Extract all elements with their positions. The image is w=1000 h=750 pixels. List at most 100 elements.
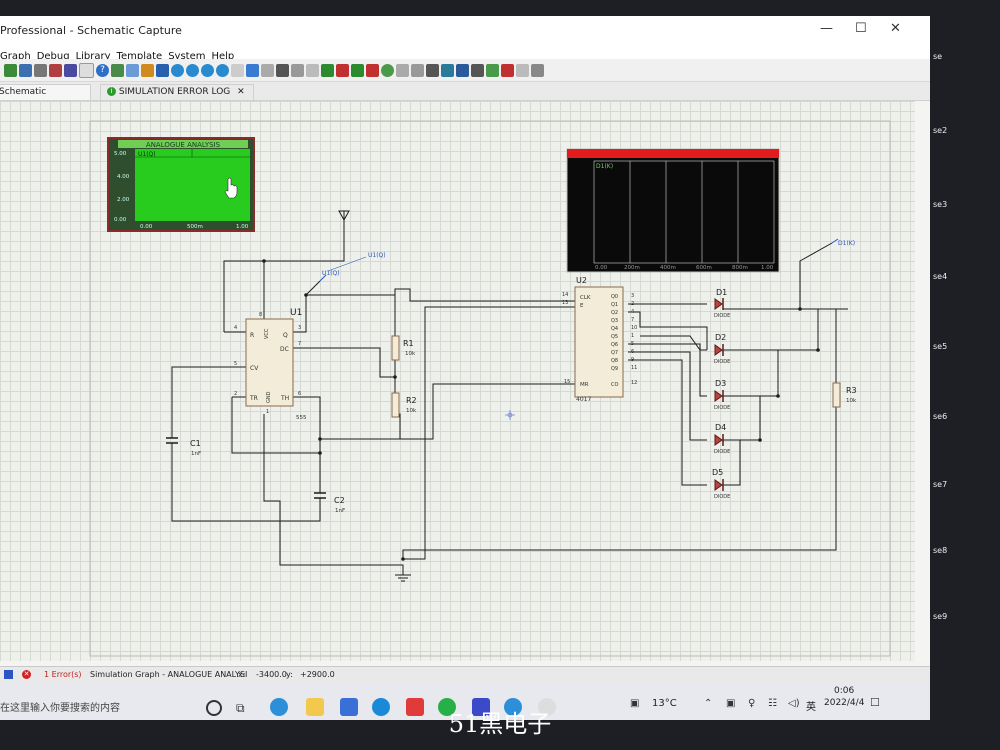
decompose-icon[interactable] — [426, 63, 439, 77]
area-icon[interactable] — [49, 63, 62, 77]
tray-expand-icon[interactable]: ⌃ — [704, 698, 713, 709]
diode-d3[interactable]: D3 DIODE — [714, 379, 730, 411]
edge-icon[interactable] — [270, 698, 288, 716]
u1-555-timer[interactable]: R VCC Q DC CV TR TH GND 4 8 3 7 5 2 6 1 … — [234, 308, 307, 421]
desktop-icon-label[interactable]: se2 — [933, 126, 948, 135]
probe-u1q[interactable]: U1(Q) U1(Q) — [319, 252, 386, 282]
desktop-icon-label[interactable]: se6 — [933, 412, 948, 421]
block-delete-icon[interactable] — [366, 63, 379, 77]
search-tag-icon[interactable] — [456, 63, 469, 77]
packaging-icon[interactable] — [411, 63, 424, 77]
ground-symbol[interactable] — [395, 574, 411, 582]
keyboard-icon[interactable] — [64, 63, 77, 77]
store-app-icon[interactable] — [406, 698, 424, 716]
u2-4017-counter[interactable]: U2 4017 CLK E MR 14 13 15 Q0 Q1 Q2 Q3 Q4… — [562, 276, 637, 403]
help-icon[interactable]: ? — [96, 63, 109, 77]
capacitor-c2[interactable]: C2 1nF — [314, 492, 345, 514]
maximize-button[interactable]: ☐ — [855, 21, 867, 36]
file-explorer-icon[interactable] — [306, 698, 324, 716]
cloud-app-icon[interactable] — [504, 698, 522, 716]
resistor-r2[interactable]: R2 10k — [391, 392, 417, 418]
desktop-icon-label[interactable]: se3 — [933, 200, 948, 209]
resistor-r1[interactable]: R1 10k — [391, 335, 416, 361]
cortana-icon[interactable] — [206, 700, 222, 716]
desktop-icon-label[interactable]: se4 — [933, 272, 948, 281]
diode-d5[interactable]: D5 DIODE — [712, 468, 730, 500]
print-icon[interactable] — [34, 63, 47, 77]
property-tool-icon[interactable] — [471, 63, 484, 77]
resistor-r3[interactable]: R3 10k — [832, 382, 857, 408]
doc-icon[interactable] — [231, 63, 244, 77]
schematic-canvas[interactable]: ANALOGUE ANALYSIS U1(Q) 5.00 4.00 2.00 0… — [0, 101, 915, 661]
copy-icon[interactable] — [291, 63, 304, 77]
close-icon[interactable]: ✕ — [237, 87, 245, 97]
erc-icon[interactable] — [531, 63, 544, 77]
block-copy-icon[interactable] — [321, 63, 334, 77]
remove-sheet-icon[interactable] — [501, 63, 514, 77]
menu-system[interactable]: System — [168, 51, 206, 62]
schematic-diagram[interactable]: ANALOGUE ANALYSIS U1(Q) 5.00 4.00 2.00 0… — [0, 101, 915, 661]
bom-icon[interactable] — [516, 63, 529, 77]
capacitor-c1[interactable]: C1 1nF — [166, 437, 201, 457]
refresh-icon[interactable] — [111, 63, 124, 77]
tray-app-icon[interactable]: ♀ — [748, 698, 756, 709]
clock-time[interactable]: 0:06 — [834, 686, 855, 696]
zoom-area-icon[interactable] — [216, 63, 229, 77]
desktop-icon-label[interactable]: se8 — [933, 546, 948, 555]
stop-icon[interactable] — [4, 670, 13, 679]
pick-device-icon[interactable] — [381, 63, 394, 77]
weather-icon[interactable]: ▣ — [630, 698, 640, 709]
pan-icon[interactable] — [156, 63, 169, 77]
menu-template[interactable]: Template — [116, 51, 163, 62]
analogue-graph[interactable]: ANALOGUE ANALYSIS U1(Q) 5.00 4.00 2.00 0… — [107, 137, 255, 232]
paste-icon[interactable] — [306, 63, 319, 77]
menu-library[interactable]: Library — [75, 51, 111, 62]
diode-d1[interactable]: D1 DIODE — [714, 288, 730, 319]
undo-icon[interactable] — [246, 63, 259, 77]
desktop-icon-label[interactable]: se9 — [933, 612, 948, 621]
desktop-icon-label[interactable]: se — [933, 52, 943, 61]
error-icon[interactable]: ✕ — [22, 670, 31, 679]
digital-graph[interactable]: D1(K) 0.00 200m 400m 600m 800m 1.00 — [566, 148, 780, 273]
diode-d4[interactable]: D4 DIODE — [714, 423, 730, 455]
zoom-in-icon[interactable] — [171, 63, 184, 77]
menu-graph[interactable]: Graph — [0, 51, 31, 62]
media-app-icon[interactable] — [472, 698, 490, 716]
page-icon[interactable] — [79, 62, 94, 78]
open-icon[interactable] — [4, 63, 17, 77]
save-icon[interactable] — [19, 63, 32, 77]
proteus-icon[interactable] — [538, 698, 556, 716]
ime-indicator[interactable]: 英 — [806, 702, 816, 713]
new-sheet-icon[interactable] — [486, 63, 499, 77]
browser-icon[interactable] — [438, 698, 456, 716]
network-icon[interactable]: ☷ — [768, 698, 777, 709]
clock-date[interactable]: 2022/4/4 — [824, 698, 865, 708]
cut-icon[interactable] — [276, 63, 289, 77]
error-count[interactable]: 1 Error(s) — [44, 670, 82, 679]
grid-icon[interactable] — [126, 63, 139, 77]
taskbar-search-input[interactable]: 在这里输入你要搜索的内容 — [0, 703, 120, 714]
zoom-all-icon[interactable] — [201, 63, 214, 77]
mail-icon[interactable] — [340, 698, 358, 716]
task-view-icon[interactable]: ⧉ — [236, 701, 245, 715]
wire-autorouter-icon[interactable] — [441, 63, 454, 77]
menu-debug[interactable]: Debug — [36, 51, 70, 62]
tab-simulation-error-log[interactable]: i SIMULATION ERROR LOG ✕ — [100, 84, 254, 100]
tray-app-icon[interactable]: ▣ — [726, 698, 736, 709]
app-icon[interactable] — [372, 698, 390, 716]
menu-help[interactable]: Help — [211, 51, 235, 62]
desktop-icon-label[interactable]: se7 — [933, 480, 948, 489]
temperature[interactable]: 13°C — [652, 698, 677, 709]
block-rotate-icon[interactable] — [351, 63, 364, 77]
probe-d1k[interactable]: D1(K) — [831, 238, 855, 247]
origin-icon[interactable] — [141, 63, 154, 77]
redo-icon[interactable] — [261, 63, 274, 77]
zoom-out-icon[interactable] — [186, 63, 199, 77]
close-button[interactable]: ✕ — [890, 21, 901, 36]
minimize-button[interactable]: — — [820, 21, 833, 36]
block-move-icon[interactable] — [336, 63, 349, 77]
volume-icon[interactable]: ◁) — [788, 698, 800, 709]
power-terminal[interactable] — [338, 210, 350, 227]
desktop-icon-label[interactable]: se5 — [933, 342, 948, 351]
tab-schematic-capture[interactable]: Schematic Capture ✕ — [0, 84, 91, 112]
